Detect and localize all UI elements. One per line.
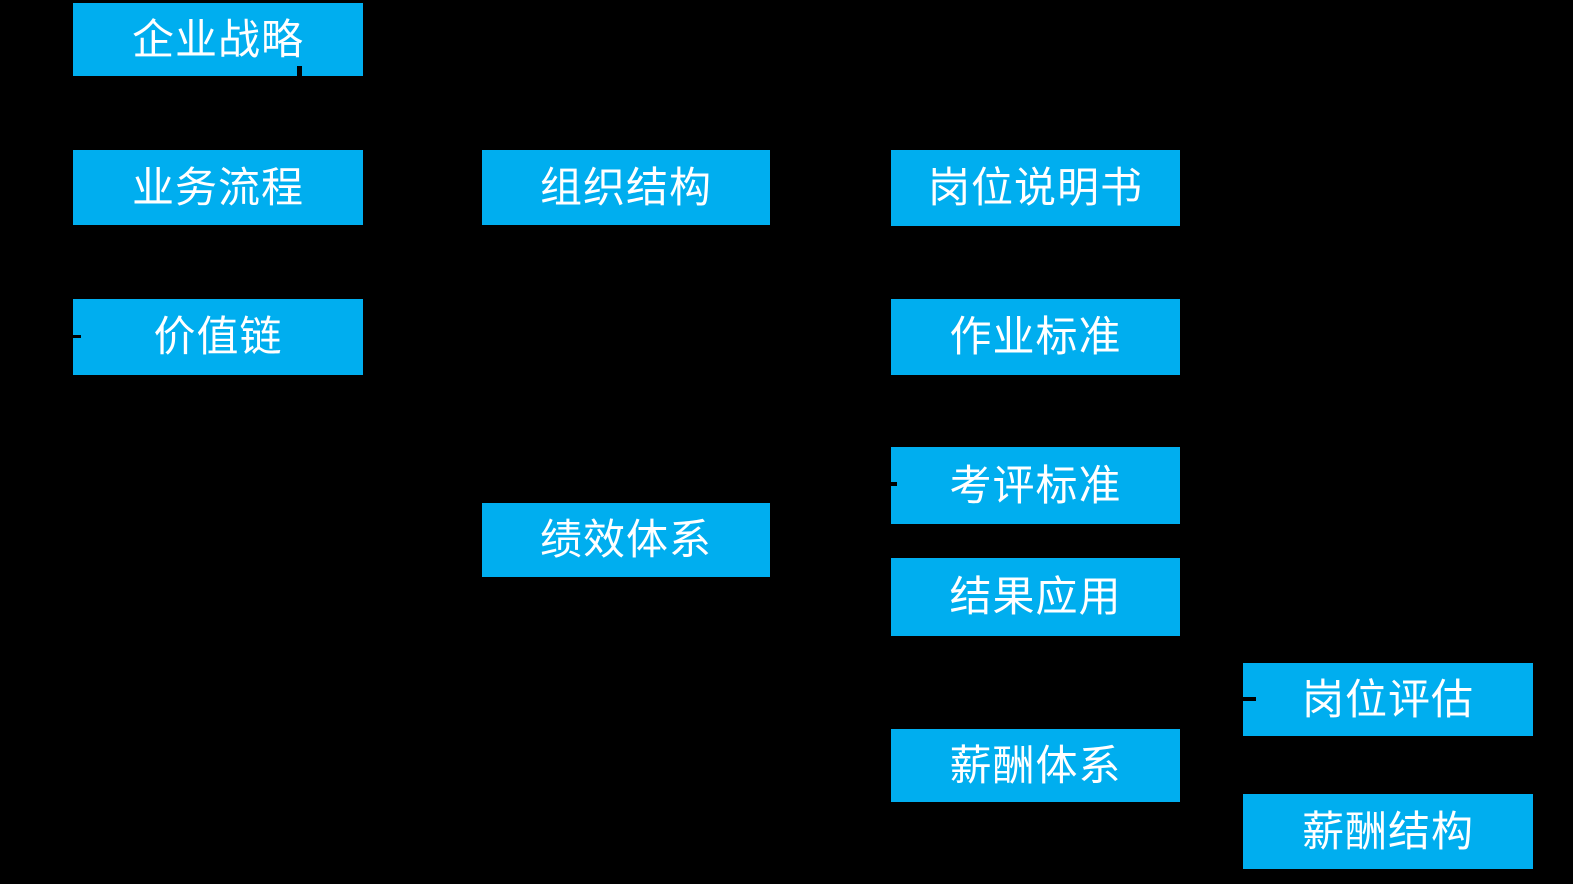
node-appraisal-standard: 考评标准 (891, 447, 1180, 524)
connector-artifact (1243, 697, 1256, 701)
node-value-chain: 价值链 (73, 299, 363, 375)
connector-artifact (297, 66, 302, 77)
connector-artifact (886, 482, 897, 486)
node-business-process: 业务流程 (73, 150, 363, 225)
node-enterprise-strategy: 企业战略 (73, 3, 363, 76)
node-org-structure: 组织结构 (482, 150, 770, 225)
node-performance-system: 绩效体系 (482, 503, 770, 577)
node-work-standard: 作业标准 (891, 299, 1180, 375)
node-result-application: 结果应用 (891, 558, 1180, 636)
node-job-evaluation: 岗位评估 (1243, 663, 1533, 736)
node-compensation-system: 薪酬体系 (891, 729, 1180, 802)
connector-artifact (73, 335, 81, 338)
node-job-description: 岗位说明书 (891, 150, 1180, 226)
node-compensation-structure: 薪酬结构 (1243, 794, 1533, 869)
